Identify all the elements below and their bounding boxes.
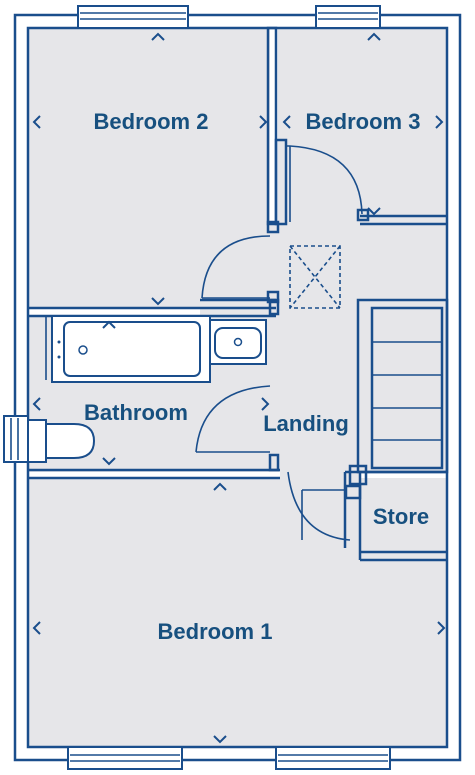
bathroom-fixtures [27,315,267,463]
chevron-marker-icon [32,621,41,635]
chevron-marker-icon [151,297,165,306]
room-label-bedroom-2: Bedroom 2 [94,109,209,134]
chevron-marker-icon [102,320,116,329]
dimension-markers [32,32,446,744]
chevron-marker-icon [437,621,446,635]
window-bedroom3 [315,5,381,29]
chevron-marker-icon [282,115,291,129]
chevron-marker-icon [32,397,41,411]
window-bedroom1-right [275,746,391,770]
chevron-marker-icon [435,115,444,129]
windows [3,5,391,770]
chevron-marker-icon [261,397,270,411]
window-bedroom2 [77,5,189,29]
doors [195,145,363,541]
chevron-marker-icon [259,115,268,129]
chevron-marker-icon [151,32,165,41]
staircase-icon [344,298,449,500]
bath-icon [45,315,211,383]
room-label-bathroom: Bathroom [84,400,188,425]
room-label-store: Store [373,504,429,529]
chevron-marker-icon [102,457,116,466]
floor-fills [28,28,446,746]
room-label-landing: Landing [263,411,349,436]
chevron-marker-icon [367,32,381,41]
basin-icon [209,319,267,365]
loft-hatch-icon [289,245,341,309]
chevron-marker-icon [213,482,227,491]
window-bedroom1-left [67,746,183,770]
chevron-marker-icon [367,207,381,216]
room-labels: Bedroom 2 Bedroom 3 Bathroom Landing Sto… [84,109,429,644]
chevron-marker-icon [32,115,41,129]
room-label-bedroom-3: Bedroom 3 [306,109,421,134]
room-label-bedroom-1: Bedroom 1 [158,619,273,644]
window-bathroom [3,415,29,463]
toilet-icon [27,419,96,463]
chevron-marker-icon [213,735,227,744]
